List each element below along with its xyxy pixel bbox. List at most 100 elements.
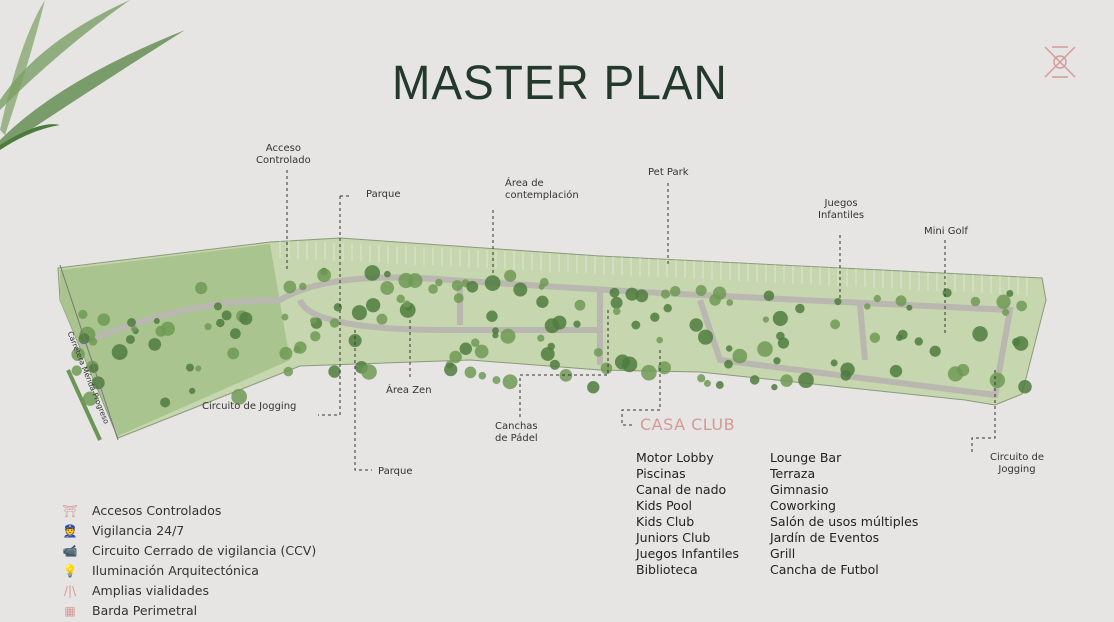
tree-mark — [148, 338, 162, 351]
amenity-label: Vigilancia 24/7 — [92, 523, 185, 538]
label-area-zen: Área Zen — [386, 385, 432, 396]
casa-club-item: Salón de usos múltiples — [770, 514, 919, 529]
tree-mark — [914, 337, 923, 346]
tree-mark — [310, 331, 321, 342]
tree-mark — [384, 270, 391, 278]
gate-icon: ⛩ — [62, 504, 78, 518]
tree-mark — [795, 303, 805, 314]
casa-club-item: Lounge Bar — [770, 450, 842, 465]
tree-mark — [464, 366, 477, 379]
tree-mark — [492, 376, 501, 384]
casa-club-item: Jardín de Eventos — [770, 530, 880, 545]
page-title: MASTER PLAN — [392, 57, 728, 110]
amenity-label: Iluminación Arquitectónica — [92, 563, 259, 578]
tree-mark — [942, 288, 952, 298]
label-acceso-controlado: Acceso Controlado — [256, 143, 311, 166]
camera-icon: 📹 — [62, 544, 78, 558]
tree-mark — [111, 344, 128, 361]
tree-mark — [504, 269, 517, 282]
tree-mark — [396, 294, 405, 304]
tree-mark — [641, 364, 657, 381]
tree-mark — [82, 391, 98, 406]
label-circuito-jogging-left: Circuito de Jogging — [202, 401, 297, 412]
tree-mark — [281, 313, 289, 321]
tree-mark — [776, 331, 785, 341]
casa-club-item: Juniors Club — [636, 530, 711, 545]
casa-club-item: Cancha de Futbol — [770, 562, 879, 577]
tree-mark — [635, 289, 649, 303]
tree-mark — [444, 362, 458, 377]
lightbulb-icon: 💡 — [62, 564, 78, 578]
tree-mark — [213, 302, 222, 311]
tree-mark — [712, 286, 727, 300]
tree-mark — [309, 317, 317, 325]
tree-mark — [364, 265, 381, 281]
tree-mark — [348, 334, 362, 348]
tree-mark — [536, 295, 549, 308]
tree-mark — [573, 320, 581, 328]
tree-mark — [502, 374, 518, 390]
tree-mark — [125, 334, 135, 344]
logo-icon — [1044, 46, 1076, 78]
amenities-legend: ⛩Accesos Controlados👮Vigilancia 24/7📹Cir… — [62, 501, 316, 621]
tree-mark — [195, 365, 202, 372]
tree-mark — [131, 325, 138, 332]
tree-mark — [153, 317, 160, 324]
tree-mark — [459, 342, 473, 355]
tree-mark — [540, 347, 555, 361]
tree-mark — [283, 366, 294, 377]
amenity-item: ▦Barda Perimetral — [62, 601, 316, 621]
amenity-label: Circuito Cerrado de vigilancia (CCV) — [92, 543, 317, 558]
tree-mark — [771, 383, 778, 391]
tree-mark — [715, 381, 724, 389]
tree-mark — [366, 298, 381, 313]
tree-mark — [403, 300, 411, 308]
tree-mark — [773, 357, 781, 365]
internal-road — [78, 274, 1014, 399]
casa-club-item: Juegos Infantiles — [636, 546, 740, 561]
label-mini-golf: Mini Golf — [924, 226, 968, 237]
tree-mark — [656, 336, 663, 344]
tree-mark — [186, 363, 194, 372]
tree-mark — [552, 315, 567, 330]
tree-mark — [631, 320, 641, 330]
tree-mark — [798, 372, 814, 389]
tree-mark — [216, 318, 225, 328]
tree-mark — [484, 275, 501, 291]
casa-club-item: Canal de nado — [636, 482, 727, 497]
casa-club-item: Coworking — [770, 498, 836, 513]
tree-mark — [283, 280, 297, 294]
tree-mark — [227, 347, 240, 360]
tree-mark — [91, 376, 105, 390]
tree-mark — [660, 289, 670, 299]
tree-mark — [749, 375, 760, 385]
tree-mark — [376, 313, 388, 325]
tree-mark — [486, 310, 498, 322]
tree-mark — [230, 328, 241, 340]
tree-mark — [947, 366, 964, 382]
label-pet-park: Pet Park — [648, 167, 689, 178]
label-parque-top: Parque — [366, 189, 401, 200]
casa-club-item: Grill — [770, 546, 796, 561]
tree-mark — [239, 311, 253, 326]
tree-mark — [189, 387, 196, 395]
tree-mark — [697, 374, 706, 383]
tree-mark — [724, 359, 733, 369]
tree-mark — [195, 281, 208, 295]
tree-mark — [929, 345, 941, 357]
tree-mark — [466, 280, 479, 293]
tree-mark — [830, 359, 838, 367]
tree-mark — [470, 338, 480, 347]
tree-mark — [513, 282, 528, 297]
label-juegos-infantiles: Juegos Infantiles — [818, 198, 865, 221]
tree-mark — [538, 283, 545, 290]
label-canchas-padel: Canchas de Pádel — [495, 421, 538, 444]
tree-mark — [670, 286, 681, 297]
tree-mark — [600, 362, 613, 375]
amenity-item: 👮Vigilancia 24/7 — [62, 521, 316, 541]
wall-icon: ▦ — [64, 604, 76, 618]
tree-mark — [897, 329, 908, 340]
